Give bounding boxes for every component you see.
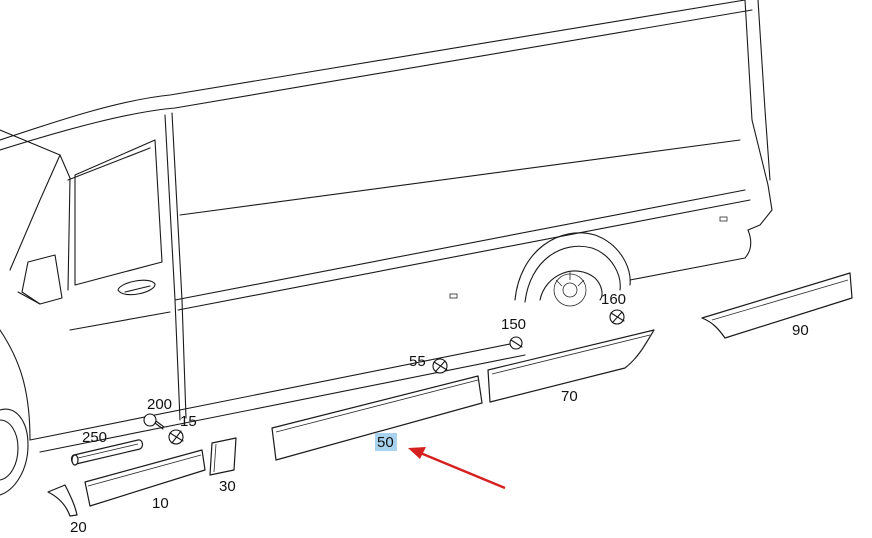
- red-arrow-icon: [408, 447, 506, 490]
- part-200[interactable]: [143, 413, 165, 430]
- label-15[interactable]: 15: [180, 413, 197, 430]
- part-50[interactable]: [271, 375, 483, 461]
- label-90[interactable]: 90: [792, 322, 809, 339]
- label-250[interactable]: 250: [82, 429, 107, 446]
- label-55[interactable]: 55: [409, 353, 426, 370]
- label-30[interactable]: 30: [219, 478, 236, 495]
- label-150[interactable]: 150: [501, 316, 526, 333]
- part-150[interactable]: [509, 336, 523, 350]
- selected-highlight: [375, 433, 397, 451]
- label-20[interactable]: 20: [70, 519, 87, 536]
- part-20[interactable]: [47, 484, 78, 517]
- part-250[interactable]: [70, 439, 144, 466]
- part-30[interactable]: [209, 437, 237, 476]
- van-outline: [0, 0, 773, 496]
- part-70[interactable]: [487, 329, 655, 403]
- side-marker-icon: [719, 216, 728, 222]
- side-marker-icon: [449, 293, 458, 299]
- label-10[interactable]: 10: [152, 495, 169, 512]
- rear-wheel: [539, 270, 603, 307]
- label-160[interactable]: 160: [601, 291, 626, 308]
- part-labels: 250 200 15 10 20 30 50 55 150 160 70 90: [70, 291, 809, 536]
- part-15[interactable]: [168, 429, 184, 445]
- part-90[interactable]: [701, 272, 853, 339]
- part-55[interactable]: [432, 358, 448, 374]
- label-200[interactable]: 200: [147, 396, 172, 413]
- part-160[interactable]: [609, 309, 625, 325]
- label-70[interactable]: 70: [561, 388, 578, 405]
- label-50[interactable]: 50: [377, 434, 394, 451]
- part-10[interactable]: [84, 449, 206, 507]
